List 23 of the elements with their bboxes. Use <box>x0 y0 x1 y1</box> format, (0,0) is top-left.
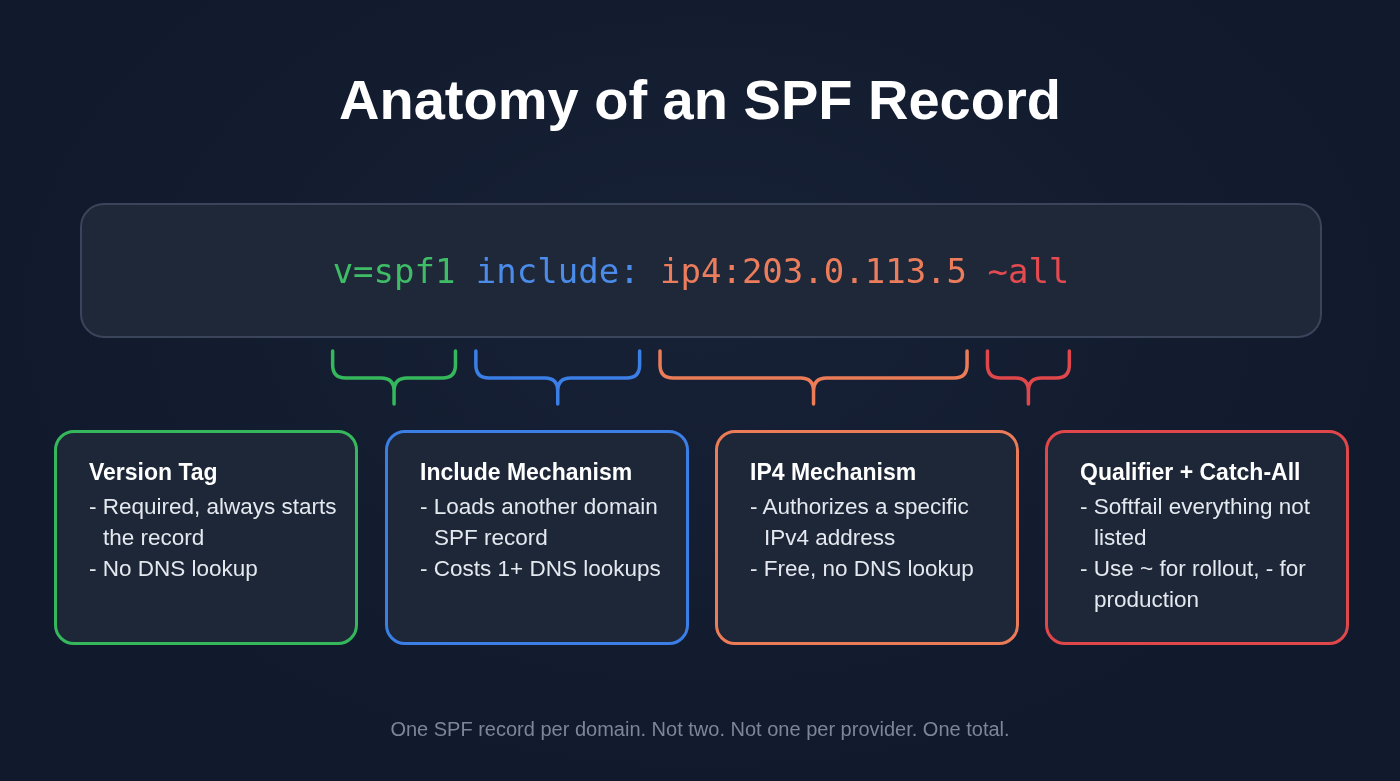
code-token: include: <box>475 249 640 292</box>
info-card <box>385 430 689 645</box>
bullet-item: - Costs 1+ DNS lookups <box>420 555 662 583</box>
info-card <box>1045 430 1349 645</box>
card-heading: IP4 Mechanism <box>750 458 918 487</box>
code-token: v=spf1 <box>332 249 456 292</box>
card-heading: Include Mechanism <box>420 458 634 487</box>
code-bar <box>80 203 1322 338</box>
bullet-item: - Required, always starts the record <box>89 493 337 552</box>
bullet-item: - Softfail everything not listed <box>1080 493 1312 552</box>
diagram-title: Anatomy of an SPF Record <box>338 67 1062 133</box>
code-token: ~all <box>987 249 1070 292</box>
info-card <box>54 430 358 645</box>
code-token: ip4:203.0.113.5 <box>660 249 968 292</box>
bullet-item: - Use ~ for rollout, - for production <box>1080 555 1307 614</box>
bullet-item: - Loads another domain SPF record <box>420 493 659 552</box>
caption-text: One SPF record per domain. Not two. Not one per provider. One total. <box>389 717 1011 742</box>
card-heading: Qualifier + Catch-All <box>1080 458 1302 487</box>
info-card <box>715 430 1019 645</box>
card-heading: Version Tag <box>89 458 219 487</box>
bullet-item: - Authorizes a specific IPv4 address <box>750 493 970 552</box>
bullet-item: - Free, no DNS lookup <box>750 555 975 583</box>
bullet-item: - No DNS lookup <box>89 555 259 583</box>
